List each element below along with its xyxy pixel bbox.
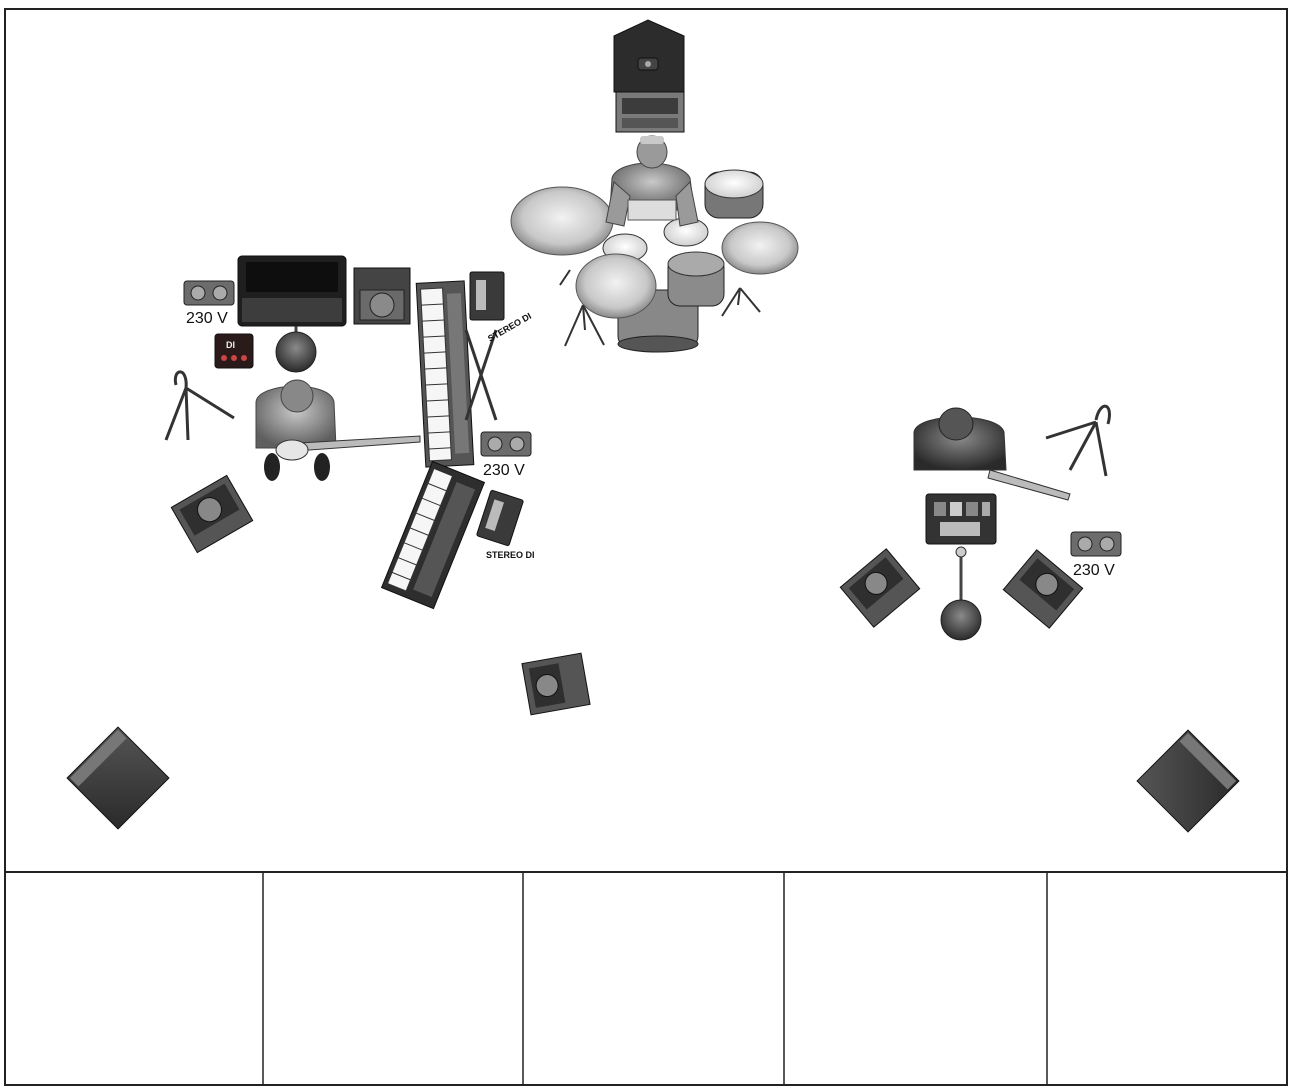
crash-cymbal (511, 187, 613, 255)
pedalboard (926, 494, 996, 544)
di-box: DI (215, 334, 253, 368)
hihat-cymbal (576, 254, 656, 318)
monitor-wedge (840, 549, 919, 627)
power-outlet (481, 432, 531, 456)
guitar-stand (1046, 406, 1109, 476)
stereo-di-box (470, 272, 504, 320)
stereo-di-box (476, 490, 523, 546)
bass-speaker-cabinet (354, 268, 410, 324)
drum-monitor-wedge (614, 20, 684, 132)
main-pa-speaker-left (67, 727, 169, 829)
bass-amp (238, 256, 346, 326)
keyboard-stand (466, 330, 496, 420)
input-table (263, 872, 1047, 1085)
drummer-figure (606, 136, 698, 226)
di-box-logo: DI (226, 340, 235, 350)
mic-stand (941, 547, 981, 640)
drum-kit (511, 136, 798, 352)
monitor-wedge (1003, 550, 1082, 628)
monitor-wedge (171, 475, 252, 552)
keyboard-lower (382, 461, 485, 608)
ride-cymbal (722, 222, 798, 274)
power-label: 230 V (483, 462, 525, 479)
keyboard-upper (416, 281, 474, 467)
power-label: 230 V (1073, 562, 1115, 579)
mic-stand (276, 326, 316, 372)
power-outlet (184, 281, 234, 305)
guitarist-figure (914, 408, 1070, 500)
bass-player-figure (256, 380, 420, 481)
main-pa-speaker-right (1137, 730, 1239, 832)
monitor-wedge (522, 653, 590, 715)
power-outlet (1071, 532, 1121, 556)
stereo-di-label: STEREO DI (486, 550, 535, 560)
power-label: 230 V (186, 310, 228, 327)
guitar-stand (166, 372, 234, 440)
